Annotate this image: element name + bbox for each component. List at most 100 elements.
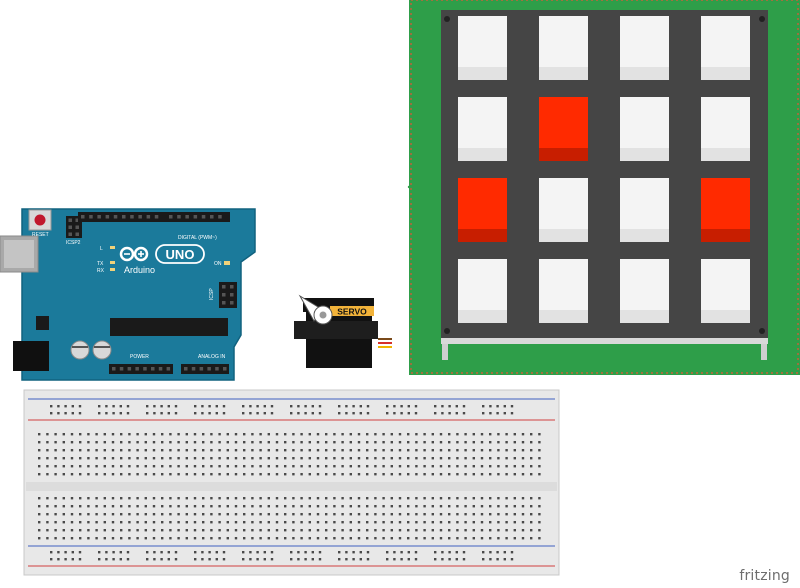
- breadboard-hole: [103, 441, 106, 444]
- breadboard-hole: [103, 505, 106, 508]
- keypad-key[interactable]: [539, 178, 588, 242]
- breadboard-hole: [292, 497, 295, 500]
- breadboard-hole: [349, 497, 352, 500]
- header-pin: [223, 367, 227, 371]
- reset-button-cap[interactable]: [34, 214, 46, 226]
- header-pin: [184, 367, 188, 371]
- breadboard-hole: [64, 412, 67, 415]
- breadboard-hole: [489, 433, 492, 436]
- keypad-key[interactable]: [620, 16, 669, 80]
- breadboard-hole: [144, 505, 147, 508]
- key-cap-edge: [620, 67, 669, 80]
- keypad-key[interactable]: [701, 97, 750, 161]
- breadboard-hole: [530, 513, 533, 516]
- breadboard-hole: [160, 551, 163, 554]
- breadboard-hole: [393, 405, 396, 408]
- breadboard-hole: [366, 457, 369, 460]
- breadboard-hole: [366, 537, 369, 540]
- digital-header: [78, 212, 230, 222]
- keypad-key[interactable]: [701, 16, 750, 80]
- breadboard-hole: [95, 457, 98, 460]
- breadboard-hole: [415, 529, 418, 532]
- keypad-key[interactable]: [458, 178, 507, 242]
- breadboard-hole: [407, 412, 410, 415]
- breadboard-hole: [259, 513, 262, 516]
- breadboard-hole: [251, 473, 254, 476]
- breadboard-hole: [480, 457, 484, 460]
- breadboard-hole: [434, 558, 437, 561]
- breadboard-hole: [215, 558, 218, 561]
- breadboard-hole: [300, 505, 303, 508]
- breadboard-hole: [366, 405, 370, 408]
- keypad-key[interactable]: [620, 178, 669, 242]
- breadboard-hole: [87, 433, 90, 436]
- breadboard-hole: [193, 521, 197, 524]
- breadboard-hole: [464, 457, 467, 460]
- breadboard-hole: [530, 521, 533, 524]
- breadboard-hole: [431, 537, 434, 540]
- keypad-key[interactable]: [458, 16, 507, 80]
- keypad-key[interactable]: [539, 97, 588, 161]
- breadboard-hole: [530, 505, 533, 508]
- breadboard-hole: [333, 537, 336, 540]
- breadboard-hole: [87, 521, 90, 524]
- breadboard-hole: [318, 551, 322, 554]
- breadboard-hole: [398, 457, 402, 460]
- breadboard-hole: [98, 405, 101, 408]
- breadboard-hole: [126, 412, 130, 415]
- breadboard-hole: [414, 405, 418, 408]
- breadboard-hole: [152, 521, 156, 524]
- breadboard-hole: [267, 441, 270, 444]
- breadboard-hole: [338, 405, 341, 408]
- breadboard-hole: [366, 465, 369, 468]
- keypad-key[interactable]: [539, 259, 588, 323]
- keypad-key[interactable]: [620, 259, 669, 323]
- usb-port-inner: [4, 240, 34, 268]
- breadboard-hole: [374, 529, 377, 532]
- breadboard-hole: [325, 449, 328, 452]
- breadboard-hole: [222, 405, 226, 408]
- keypad-key[interactable]: [701, 178, 750, 242]
- breadboard-hole: [489, 558, 492, 561]
- breadboard-hole: [407, 551, 410, 554]
- breadboard-hole: [530, 433, 533, 436]
- keypad-key[interactable]: [458, 97, 507, 161]
- keypad-key[interactable]: [539, 16, 588, 80]
- header-pin: [201, 215, 206, 219]
- breadboard-hole: [62, 537, 65, 540]
- breadboard-hole: [497, 497, 500, 500]
- breadboard-hole: [161, 465, 164, 468]
- breadboard-hole: [489, 412, 492, 415]
- breadboard-hole: [382, 529, 385, 532]
- breadboard-hole: [349, 513, 352, 516]
- breadboard-hole: [226, 497, 229, 500]
- keypad-key[interactable]: [458, 259, 507, 323]
- breadboard-hole: [316, 505, 320, 508]
- breadboard-hole: [538, 449, 541, 452]
- breadboard-hole: [382, 497, 385, 500]
- breadboard-hole: [325, 457, 328, 460]
- breadboard-hole: [382, 441, 385, 444]
- breadboard-hole: [70, 465, 74, 468]
- breadboard-hole: [390, 465, 393, 468]
- fritzing-watermark: fritzing: [739, 568, 790, 584]
- breadboard-hole: [128, 513, 131, 516]
- breadboard-hole: [136, 433, 139, 436]
- keypad-key[interactable]: [701, 259, 750, 323]
- breadboard-hole: [144, 521, 147, 524]
- breadboard-hole: [177, 449, 180, 452]
- key-cap-edge: [620, 148, 669, 161]
- breadboard-hole: [455, 405, 458, 408]
- keypad-key[interactable]: [620, 97, 669, 161]
- breadboard-hole: [439, 465, 443, 468]
- breadboard-hole: [251, 537, 254, 540]
- breadboard-hole: [234, 537, 238, 540]
- breadboard-hole: [218, 537, 221, 540]
- breadboard-hole: [538, 529, 541, 532]
- breadboard-hole: [497, 505, 500, 508]
- breadboard-hole: [398, 537, 402, 540]
- breadboard-hole: [374, 433, 377, 436]
- breadboard-hole: [480, 473, 484, 476]
- breadboard-hole: [243, 497, 246, 500]
- breadboard-hole: [275, 505, 279, 508]
